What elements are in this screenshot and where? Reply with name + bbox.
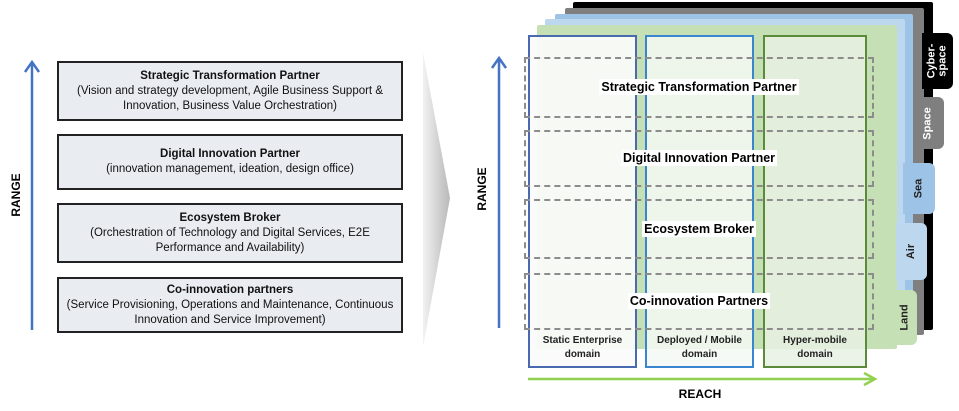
reach-axis-label: REACH xyxy=(678,387,722,401)
box-title: Co-innovation partners xyxy=(166,283,294,296)
row-digital xyxy=(524,130,874,187)
range-arrow xyxy=(23,59,41,330)
range-arrow-right xyxy=(490,55,508,328)
row-coinnovation xyxy=(524,273,874,330)
box-title: Strategic Transformation Partner xyxy=(140,69,320,82)
tab-space: Space xyxy=(913,97,944,149)
row-label: Strategic Transformation Partner xyxy=(599,79,799,95)
layer-box-coinnovation: Co-innovation partners (Service Provision… xyxy=(57,277,403,333)
row-label: Digital Innovation Partner xyxy=(620,150,778,166)
domain-label: Deployed / Mobile domain xyxy=(656,335,742,360)
row-ecosystem xyxy=(524,199,874,259)
tab-sea: Sea xyxy=(903,163,935,214)
reach-arrow xyxy=(528,372,878,387)
box-title: Ecosystem Broker xyxy=(179,211,281,224)
box-desc: (Orchestration of Technology and Digital… xyxy=(90,226,370,254)
row-label: Co-innovation Partners xyxy=(627,293,771,309)
layer-box-ecosystem: Ecosystem Broker (Orchestration of Techno… xyxy=(57,203,403,263)
domain-label: Hyper-mobile domain xyxy=(783,335,847,360)
chevron-arrow-icon xyxy=(423,53,450,347)
box-desc: (Service Provisioning, Operations and Ma… xyxy=(66,298,394,326)
box-desc: (innovation management, ideation, design… xyxy=(106,163,354,175)
layer-box-digital: Digital Innovation Partner (innovation ma… xyxy=(57,134,403,190)
tab-cyberspace: Cyber-space xyxy=(922,33,953,89)
range-axis-label-right: RANGE xyxy=(475,167,489,211)
domain-column-static: Static Enterprise domain xyxy=(528,35,637,368)
box-desc: (Vision and strategy development, Agile … xyxy=(77,84,383,112)
domain-label: Static Enterprise domain xyxy=(542,335,623,360)
box-title: Digital Innovation Partner xyxy=(160,148,300,160)
tab-land: Land xyxy=(893,290,917,345)
range-axis-label: RANGE xyxy=(9,173,23,217)
tab-air: Air xyxy=(896,223,927,280)
row-label: Ecosystem Broker xyxy=(642,221,756,237)
row-strategic xyxy=(524,57,874,118)
layer-box-strategic: Strategic Transformation Partner (Vision … xyxy=(57,61,403,121)
